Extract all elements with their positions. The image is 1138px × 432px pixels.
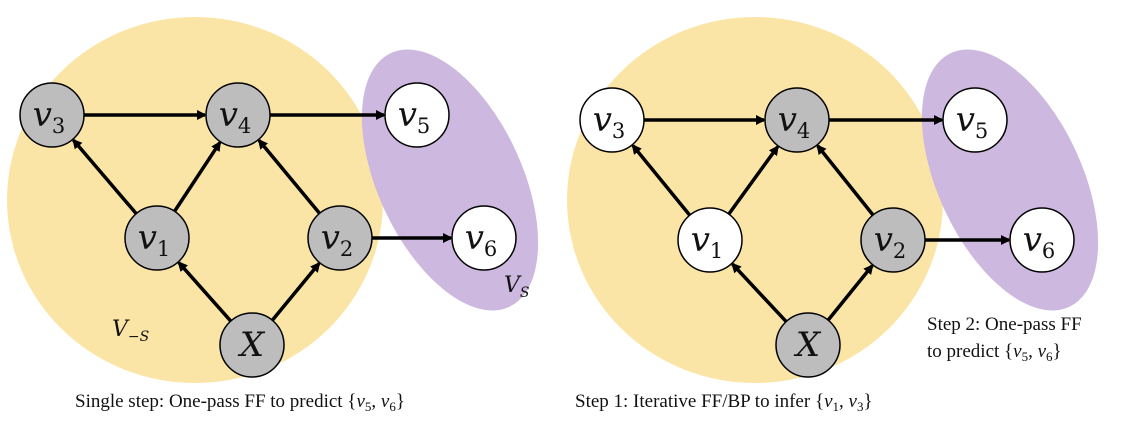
node-v1: v1 (677, 207, 743, 273)
node-v2: v2 (307, 205, 373, 271)
node-circle-v3 (579, 87, 645, 153)
node-v3: v3 (19, 82, 85, 148)
node-circle-v2 (860, 207, 926, 273)
right-panel: v3 v4 v5 v1 v2 v6X Step 2: One-pass FF to pre… (567, 17, 1099, 414)
node-label-v4: v4 (219, 95, 252, 138)
caption-step-2-line-1: Step 2: One-pass FF (927, 314, 1082, 335)
node-circle-v1 (677, 207, 743, 273)
node-label-v5: v5 (398, 95, 431, 138)
node-v5: v5 (384, 82, 450, 148)
left-edges (72, 110, 453, 323)
caption-single-step: Single step: One-pass FF to predict {v5,… (75, 391, 405, 414)
node-label-X: X (237, 325, 266, 365)
node-label-v6: v6 (1023, 220, 1056, 263)
node-circle-v2 (307, 205, 373, 271)
node-circle-X (775, 312, 841, 378)
node-circle-X (219, 312, 285, 378)
node-circle-v4 (205, 82, 271, 148)
left-nodes: v3 v4 v5 v1 v2 v6X (19, 82, 517, 378)
edge-v1-to-v3 (72, 138, 138, 215)
node-circle-v4 (764, 87, 830, 153)
node-circle-v6 (451, 205, 517, 271)
left-panel: v3 v4 v5 v1 v2 v6X V−S VS Single step: One-pa… (7, 17, 539, 414)
edge-X-to-v1 (731, 262, 788, 323)
edge-v1-to-v4 (727, 145, 780, 216)
region-v-minus-s (7, 17, 383, 383)
node-circle-v1 (124, 205, 190, 271)
node-circle-v5 (942, 87, 1008, 153)
node-label-v2: v2 (874, 220, 907, 263)
caption-step-2-line-2: to predict {v5, v6} (927, 341, 1062, 364)
node-v6: v6 (1009, 207, 1075, 273)
node-label-v1: v1 (138, 218, 171, 261)
caption-step-1: Step 1: Iterative FF/BP to infer {v1, v3… (575, 391, 873, 414)
node-label-v6: v6 (465, 218, 498, 261)
node-label-v4: v4 (778, 100, 811, 143)
edge-X-to-v1 (177, 261, 233, 323)
right-edges (631, 115, 1011, 323)
node-v4: v4 (764, 87, 830, 153)
edge-v1-to-v3 (631, 144, 692, 217)
region-label-v-minus-s: V−S (112, 317, 149, 345)
edge-v2-to-v4 (816, 144, 875, 217)
region-observed-right (567, 17, 943, 383)
node-v5: v5 (942, 87, 1008, 153)
node-v3: v3 (579, 87, 645, 153)
edge-X-to-v2 (826, 264, 874, 322)
edge-X-to-v2 (270, 261, 321, 322)
edge-v2-to-v4 (257, 138, 321, 215)
node-circle-v6 (1009, 207, 1075, 273)
node-label-X: X (793, 325, 822, 365)
node-label-v3: v3 (593, 100, 626, 143)
node-v4: v4 (205, 82, 271, 148)
node-v1: v1 (124, 205, 190, 271)
node-X: X (775, 312, 841, 378)
node-circle-v3 (19, 82, 85, 148)
node-label-v2: v2 (321, 218, 354, 261)
region-label-v-s: VS (504, 273, 529, 301)
node-v6: v6 (451, 205, 517, 271)
node-circle-v5 (384, 82, 450, 148)
node-label-v5: v5 (956, 100, 989, 143)
node-label-v1: v1 (691, 220, 724, 263)
right-nodes: v3 v4 v5 v1 v2 v6X (579, 87, 1075, 378)
node-v2: v2 (860, 207, 926, 273)
node-label-v3: v3 (33, 95, 66, 138)
node-X: X (219, 312, 285, 378)
edge-v1-to-v4 (173, 140, 222, 213)
